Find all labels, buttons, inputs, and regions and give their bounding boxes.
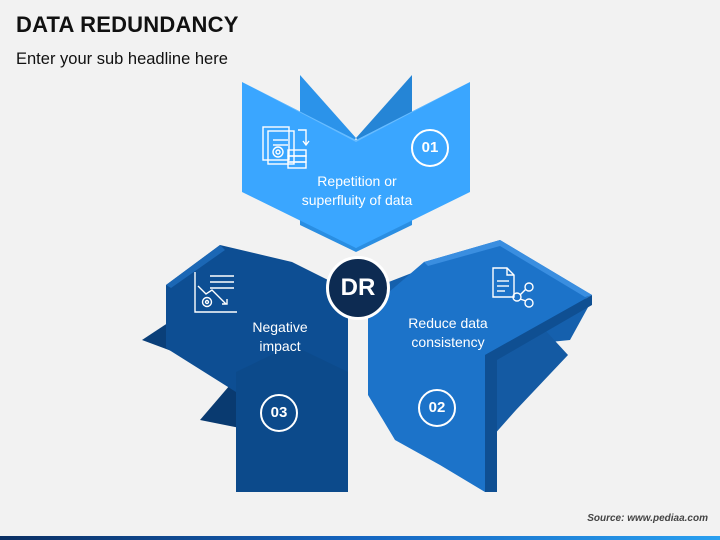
segment-03-text: Negative impact (252, 319, 308, 354)
segment-02-shape (368, 240, 592, 492)
data-server-icon (262, 126, 310, 169)
segment-02-number: 02 (418, 389, 456, 427)
hub-label: DR (326, 256, 390, 320)
segment-02-text: Reduce data consistency (408, 315, 488, 350)
segment-01-shape (242, 75, 470, 252)
footer-bar (0, 536, 720, 540)
page-subtitle: Enter your sub headline here (16, 50, 228, 68)
segment-03-number: 03 (260, 394, 298, 432)
declining-chart-gear-icon (194, 272, 237, 313)
segment-01-number: 01 (411, 129, 449, 167)
segment-01-text: Repetition or superfluity of data (301, 173, 413, 208)
page-title: DATA REDUNDANCY (16, 12, 239, 37)
segment-03-shape (142, 245, 348, 492)
source-note: Source: www.pediaa.com (587, 513, 708, 524)
network-document-icon (492, 267, 534, 308)
